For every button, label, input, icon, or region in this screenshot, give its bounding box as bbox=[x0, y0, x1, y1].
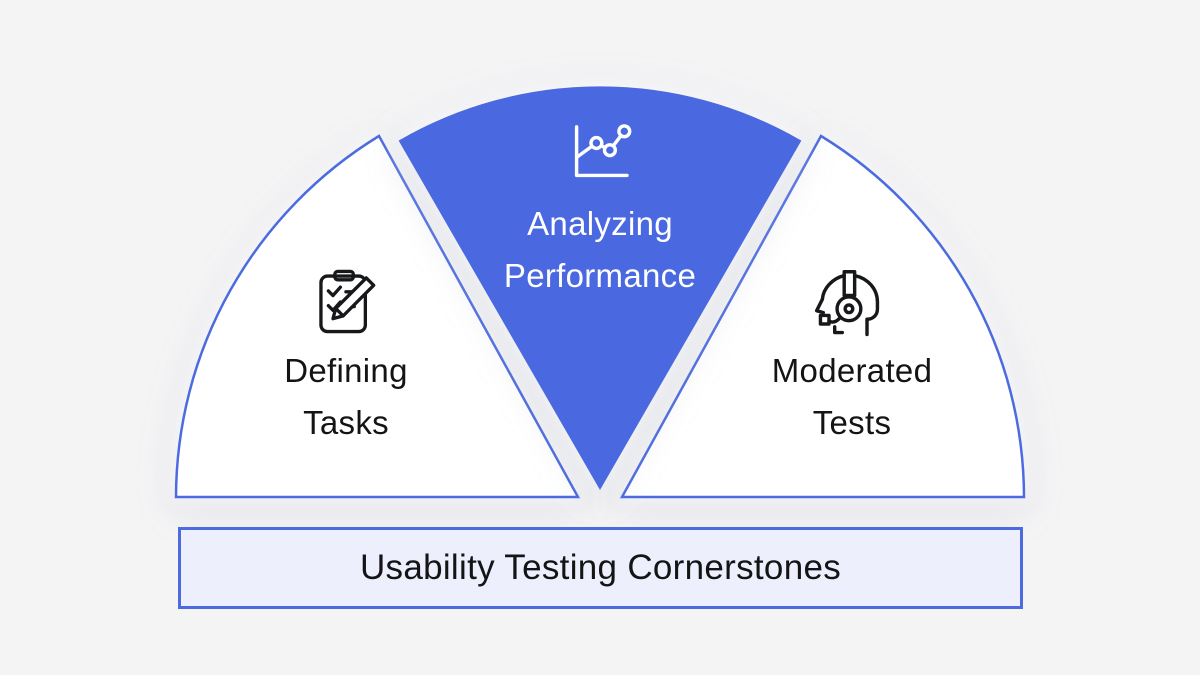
segment-defining-tasks-shape bbox=[174, 134, 581, 499]
clipboard-checklist-pencil-icon bbox=[308, 264, 382, 340]
pencil-tip-line bbox=[334, 306, 345, 318]
chart-point bbox=[617, 124, 632, 139]
segment-label-defining-tasks: Defining Tasks bbox=[284, 352, 408, 441]
face-profile-outline bbox=[814, 273, 846, 315]
segment-label-moderated-tests: Moderated Tests bbox=[771, 352, 933, 441]
line-chart-icon bbox=[564, 116, 636, 188]
clipboard-body bbox=[319, 274, 368, 334]
pencil bbox=[331, 276, 376, 321]
checkmark bbox=[326, 285, 343, 298]
neck-line bbox=[832, 325, 845, 335]
ear-cup bbox=[835, 295, 863, 323]
moderator-headset-icon bbox=[810, 266, 886, 344]
segment-label-analyzing-performance: Analyzing Performance bbox=[503, 205, 697, 294]
segment-analyzing-performance-shape bbox=[398, 86, 802, 491]
head-back-outline bbox=[852, 273, 880, 337]
clipboard-clip bbox=[333, 269, 355, 282]
chart-point bbox=[589, 135, 604, 151]
ear-cup-center bbox=[843, 303, 855, 315]
mic-tip bbox=[818, 313, 831, 326]
chart-trend-line bbox=[574, 129, 627, 160]
title-banner: Usability Testing Cornerstones bbox=[178, 527, 1023, 609]
page-title: Usability Testing Cornerstones bbox=[359, 548, 842, 587]
mic-boom bbox=[827, 315, 843, 324]
chart-axes bbox=[574, 125, 629, 178]
headband-top bbox=[842, 270, 857, 298]
chart-point bbox=[602, 143, 618, 158]
